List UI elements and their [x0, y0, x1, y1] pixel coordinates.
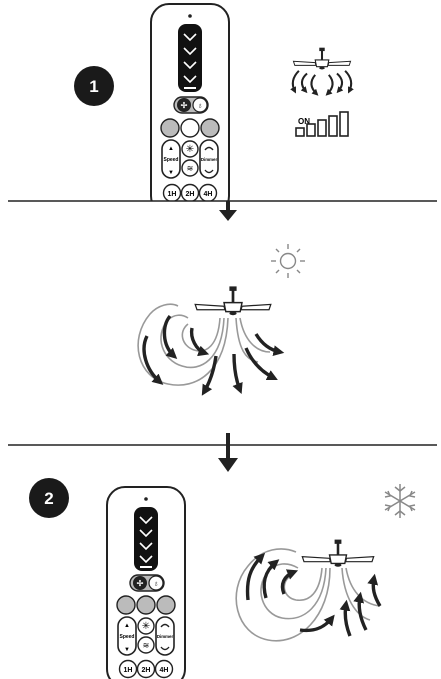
dimmer-rocker[interactable]: Dimmer [200, 140, 218, 178]
ceiling-fan-icon [293, 48, 351, 94]
step-1-badge: 1 [74, 66, 114, 106]
light-button[interactable]: ♁ [149, 576, 163, 590]
svg-text:2H: 2H [186, 191, 195, 198]
fan-airflow-summer [138, 286, 280, 392]
speed-label: Speed [119, 634, 134, 640]
timer-4h-button[interactable]: 4H [200, 185, 217, 202]
timer-1h-button[interactable]: 1H [120, 661, 137, 678]
speed-rocker[interactable]: ▲ Speed ▼ [118, 617, 136, 655]
timer-4h-button[interactable]: 4H [156, 661, 173, 678]
dimmer-label: Dimmer [157, 634, 174, 639]
svg-text:✳: ✳ [186, 144, 194, 155]
timer-1h-button[interactable]: 1H [164, 185, 181, 202]
svg-text:▲: ▲ [168, 146, 174, 152]
svg-text:✢: ✢ [137, 579, 144, 588]
remote-control-1: ✢ ♁ ▲ Speed ▼ ✳ ≋ Dimmer 1H [149, 4, 231, 221]
power-level-indicator: ON [296, 112, 348, 136]
light-button[interactable]: ♁ [193, 98, 207, 112]
svg-text:≋: ≋ [187, 164, 194, 173]
timer-2h-button[interactable]: 2H [182, 185, 199, 202]
svg-text:1H: 1H [124, 667, 133, 674]
svg-text:▲: ▲ [124, 623, 130, 629]
fan-mode-button[interactable]: ✢ [177, 98, 191, 112]
svg-text:♁: ♁ [153, 579, 159, 588]
svg-text:▼: ▼ [124, 647, 130, 653]
svg-text:2H: 2H [142, 667, 151, 674]
arrow-down-icon [218, 433, 238, 472]
fan-airflow-winter [236, 540, 380, 641]
speed-rocker[interactable]: ▲ Speed ▼ [162, 140, 180, 178]
step-1-number: 1 [89, 77, 98, 96]
svg-text:♁: ♁ [197, 101, 203, 110]
svg-text:≋: ≋ [143, 641, 150, 650]
dimmer-label: Dimmer [201, 157, 218, 162]
svg-text:1H: 1H [168, 191, 177, 198]
step-2-number: 2 [44, 489, 53, 508]
dimmer-rocker[interactable]: Dimmer [156, 617, 174, 655]
svg-text:✢: ✢ [181, 101, 188, 110]
svg-text:4H: 4H [160, 667, 169, 674]
timer-2h-button[interactable]: 2H [138, 661, 155, 678]
svg-text:✳: ✳ [142, 621, 150, 632]
sun-icon [271, 244, 305, 278]
snowflake-icon [385, 484, 415, 518]
step-2-badge: 2 [29, 478, 69, 518]
fan-mode-button[interactable]: ✢ [133, 576, 147, 590]
svg-text:4H: 4H [204, 191, 213, 198]
speed-label: Speed [163, 157, 178, 163]
svg-text:▼: ▼ [168, 170, 174, 176]
remote-control-2: ✢ ♁ ▲ Speed ▼ ✳ ≋ Dimmer 1H [107, 487, 185, 679]
